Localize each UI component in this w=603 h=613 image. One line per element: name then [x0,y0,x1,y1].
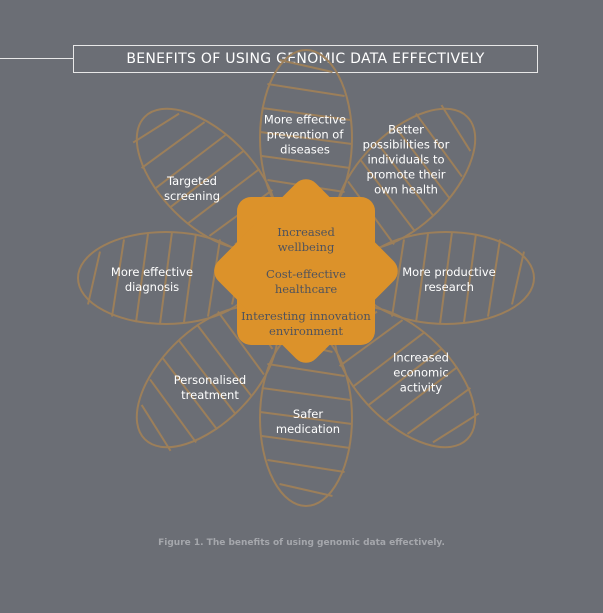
petal-rung [279,59,333,73]
petal-rung [487,239,501,317]
benefit-label: Better possibilities for individuals to … [362,122,450,197]
petal-rung [415,233,429,323]
center-label: Increased wellbeing [277,225,335,254]
petal-rung [394,125,450,199]
star-diamond [214,179,398,363]
petal-rung [261,155,351,169]
petal-rung [391,239,405,317]
petal-rung [415,112,463,178]
petal-rung [153,134,227,190]
petal-rung [267,459,345,473]
petal-rung [132,112,180,144]
petal-rung [351,332,425,388]
dna-petal [135,302,279,452]
petal-rung [439,231,453,325]
petal-rung [267,363,345,377]
center-label: Interesting innovation environment [241,309,371,338]
petal-rung [338,319,404,367]
petal-rung [261,387,351,401]
petal-rung [196,323,252,397]
petal-rung [162,357,218,431]
petal-rung [207,239,221,317]
petal-rung [159,231,173,325]
petal-rung [279,483,333,497]
petal-rung [187,168,261,224]
petal-rung [183,233,197,323]
petal-rung [375,141,435,217]
petal-rung [463,233,477,323]
petal-rung [140,121,206,169]
petal-rung [511,251,525,305]
benefit-label: More effective diagnosis [110,265,194,294]
petal-rung [360,159,416,233]
petal-rung [135,233,149,323]
diagram-title: BENEFITS OF USING GENOMIC DATA EFFECTIVE… [73,45,538,73]
benefit-label: Personalised treatment [173,373,247,402]
benefit-label: Safer medication [275,407,341,436]
petal-rung [149,378,197,444]
petal-rung [432,412,480,444]
petal-rung [169,149,245,209]
petal-rung [259,411,353,425]
benefit-label: Targeted screening [163,174,220,203]
benefit-label: Increased economic activity [393,350,449,395]
petal-rung [367,347,443,407]
title-line [0,58,73,59]
petal-rung [261,107,351,121]
benefit-label: More effective prevention of diseases [263,112,347,157]
petal-rung [406,387,472,435]
petal-rung [111,239,125,317]
petal-rung [140,404,172,452]
petal-rung [87,251,101,305]
petal-rung [259,131,353,145]
benefit-label: More productive research [402,265,496,294]
petal-rung [177,339,237,415]
figure-caption: Figure 1. The benefits of using genomic … [158,538,445,548]
petal-rung [385,366,459,422]
petal-rung [440,104,472,152]
center-label: Cost-effective healthcare [266,267,346,296]
center-star [214,179,398,363]
petal-rung [217,310,265,376]
petal-rung [267,83,345,97]
petal-rung [261,435,351,449]
